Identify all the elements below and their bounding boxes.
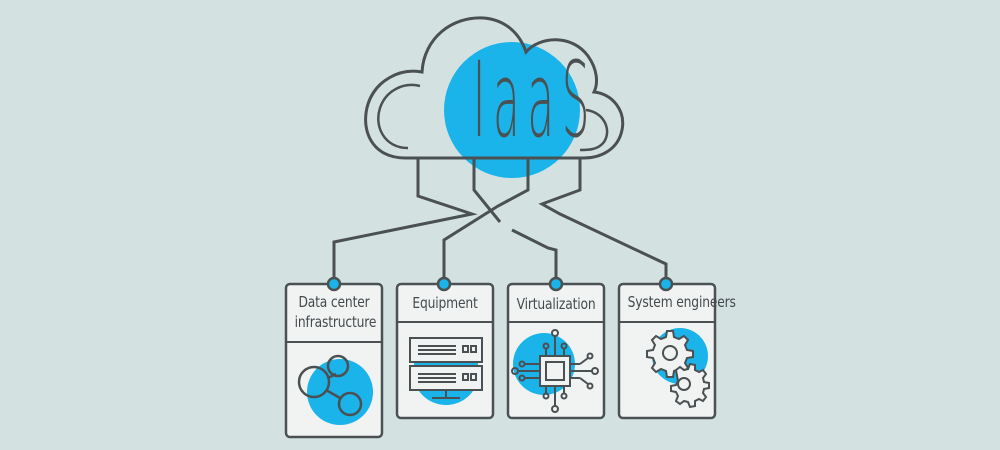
cloud-inner-right [579,108,609,152]
label-line: Equipment [412,294,478,312]
connector-1 [332,158,478,278]
card-label-virtualization: Virtualization [517,294,596,314]
card-accent-circle [307,359,373,425]
card-system-engineers [617,276,717,420]
cloud [364,16,625,178]
label-line: Data center [298,293,370,311]
connector-node [436,276,452,292]
network-nodes-icon [297,354,363,417]
connector-4 [538,158,668,278]
label-line: Virtualization [516,295,596,313]
connector-3 [442,158,530,278]
cloud-outline [364,16,625,160]
label-line: infrastructure [294,313,377,331]
connectors [332,158,668,278]
card-label-data-center: Data center infrastructure [294,292,377,332]
cloud-inner-left [377,83,421,150]
chip-icon [511,329,599,413]
cloud-accent-circle [444,42,580,178]
connector-node [548,276,564,292]
card-virtualization [506,276,606,420]
label-line: System engineers [627,293,736,311]
connector-2b [511,228,558,278]
gears-icon [646,330,710,409]
page-title: IaaS [473,40,590,160]
connector-node [658,276,674,292]
large-gear-hub [662,345,678,361]
small-gear-hub [677,377,691,391]
card-data-center [284,276,384,439]
card-label-equipment: Equipment [406,293,485,313]
server-rack-icon [409,337,483,399]
card-label-system-engineers: System engineers [627,292,736,312]
connector-node [326,276,342,292]
card-equipment [395,276,495,420]
